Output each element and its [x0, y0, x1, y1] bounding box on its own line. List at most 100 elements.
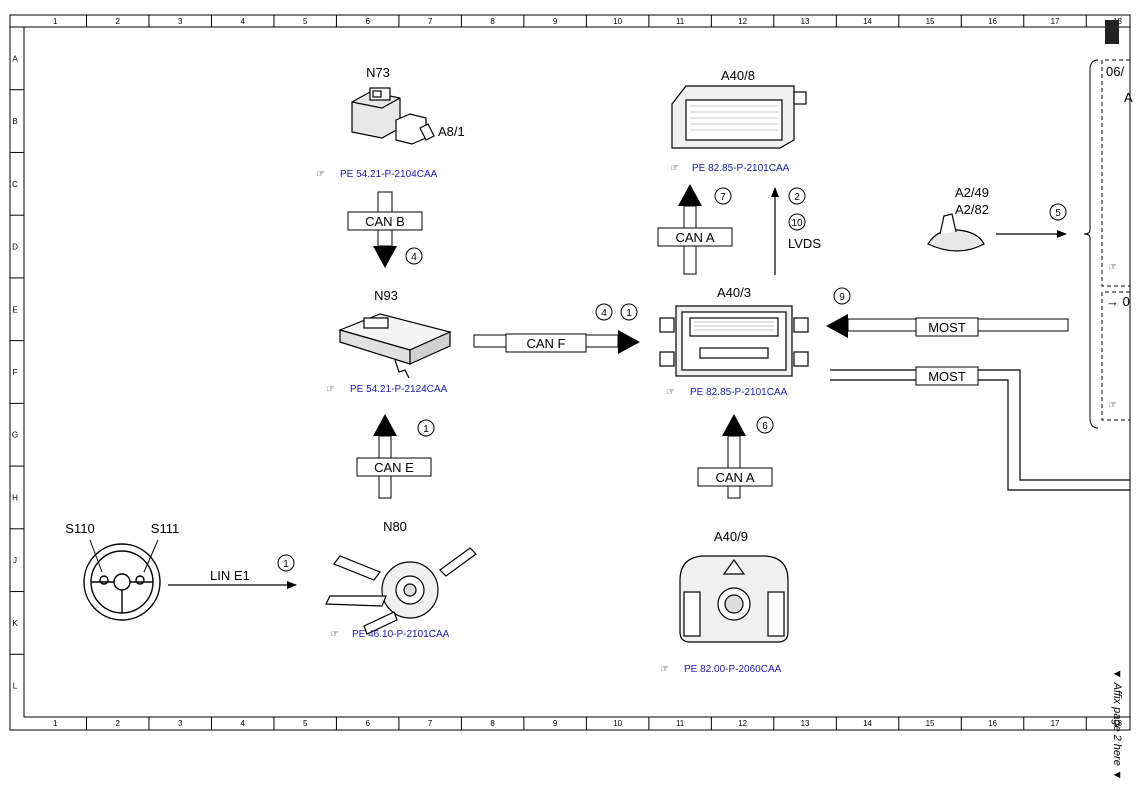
- a40-9-component[interactable]: A40/9 ☞ PE 82.00-P-2060CAA: [660, 529, 789, 675]
- grid-column-number: 7: [428, 719, 433, 728]
- grid-row-letter: G: [12, 431, 18, 440]
- a2-49-component[interactable]: A2/49 A2/82 5: [927, 185, 1067, 252]
- grid-column-number: 6: [365, 17, 370, 26]
- callout-1: 1: [283, 559, 289, 570]
- grid-row-letter: K: [12, 619, 18, 628]
- grid-column-number: 12: [738, 719, 747, 728]
- grid-column-number: 10: [613, 17, 622, 26]
- n80-label: N80: [383, 519, 407, 534]
- most-in-connection: MOST 9: [826, 287, 1069, 338]
- grid-column-number: 1: [53, 719, 58, 728]
- grid-column-number: 16: [988, 17, 997, 26]
- grid-column-number: 16: [988, 719, 997, 728]
- can-a-bottom-connection: CAN A 6: [697, 414, 774, 499]
- s111-label: S111: [151, 521, 179, 536]
- reference-icon: ☞: [326, 384, 335, 395]
- control-module-icon: [338, 313, 452, 379]
- n93-reference[interactable]: PE 54.21-P-2124CAA: [350, 384, 448, 395]
- grid-column-number: 2: [116, 719, 121, 728]
- lvds-label: LVDS: [788, 236, 821, 251]
- grid-column-number: 4: [240, 719, 245, 728]
- grid-column-number: 9: [553, 719, 558, 728]
- grid-row-letter: D: [12, 243, 18, 252]
- callout-7: 7: [720, 192, 726, 203]
- grid-column-number: 4: [240, 17, 245, 26]
- reference-icon: ☞: [1108, 262, 1117, 273]
- grid-column-number: 14: [863, 17, 872, 26]
- grid-column-number: 15: [926, 17, 935, 26]
- grid-row-letter: F: [13, 368, 18, 377]
- display-unit-icon: [671, 85, 807, 149]
- n73-component[interactable]: N73 A8/1 ☞ PE 54.21-P-2104CAA: [316, 65, 465, 180]
- affix-page-note: ◄ Affix page 2 here ◄: [1111, 668, 1123, 781]
- grid-column-number: 11: [676, 17, 685, 26]
- callout-4: 4: [601, 308, 607, 319]
- a2-82-label: A2/82: [955, 202, 989, 217]
- a40-3-component[interactable]: A40/3 ☞ PE 82.85-P-2101CAA: [659, 285, 809, 398]
- n73-reference[interactable]: PE 54.21-P-2104CAA: [340, 169, 438, 180]
- grid-column-number: 3: [178, 17, 183, 26]
- right-panel-text-3: → 0: [1106, 294, 1130, 309]
- callout-2: 2: [794, 192, 800, 203]
- lin-e1-label: LIN E1: [210, 568, 250, 583]
- n93-component[interactable]: N93 ☞ PE 54.21-P-2124CAA: [326, 288, 452, 395]
- n80-reference[interactable]: PE 46.10-P-2101CAA: [352, 629, 450, 640]
- reference-icon: ☞: [316, 169, 325, 180]
- n73-label: N73: [366, 65, 390, 80]
- most-in-label: MOST: [928, 320, 966, 335]
- grid-column-number: 17: [1051, 17, 1060, 26]
- n80-component[interactable]: N80 ☞ PE 46.10-P-2101CAA: [325, 519, 477, 640]
- callout-5: 5: [1055, 208, 1061, 219]
- a40-8-label: A40/8: [721, 68, 755, 83]
- ignition-switch-icon: [351, 87, 435, 145]
- page-tab-icon: [1105, 20, 1119, 44]
- can-a-bottom-label: CAN A: [715, 470, 754, 485]
- right-panel-text-1: 06/: [1106, 64, 1124, 79]
- right-dashed-panels: 06/ A → 0 ☞ ☞: [1083, 20, 1133, 429]
- grid-column-number: 1: [53, 17, 58, 26]
- head-unit-icon: [659, 305, 809, 377]
- grid-column-number: 18: [1113, 719, 1122, 728]
- can-a-top-connection: CAN A 7: [657, 184, 733, 275]
- lvds-connection: 2 10 LVDS: [771, 187, 821, 275]
- callout-6: 6: [762, 421, 768, 432]
- s110-label: S110: [65, 521, 94, 536]
- grid-column-number: 12: [738, 17, 747, 26]
- grid-column-number: 7: [428, 17, 433, 26]
- callout-4: 4: [411, 252, 417, 263]
- can-f-connection: CAN F 4 1: [473, 303, 640, 354]
- grid-row-letter: A: [12, 54, 18, 63]
- grid-column-number: 3: [178, 719, 183, 728]
- steering-wheel-component[interactable]: S110 S111: [65, 521, 179, 621]
- grid-column-number: 8: [490, 17, 495, 26]
- most-out-connection: MOST: [830, 366, 1130, 491]
- a40-3-reference[interactable]: PE 82.85-P-2101CAA: [690, 387, 788, 398]
- grid-row-letter: J: [13, 556, 17, 565]
- can-a-top-label: CAN A: [675, 230, 714, 245]
- steering-column-module-icon: [325, 547, 477, 635]
- grid-column-number: 2: [116, 17, 121, 26]
- callout-10: 10: [791, 218, 803, 229]
- a8-1-label: A8/1: [438, 124, 465, 139]
- a40-3-label: A40/3: [717, 285, 751, 300]
- a40-9-reference[interactable]: PE 82.00-P-2060CAA: [684, 664, 782, 675]
- grid-column-number: 13: [801, 719, 810, 728]
- reference-icon: ☞: [660, 664, 669, 675]
- a40-8-component[interactable]: A40/8 ☞ PE 82.85-P-2101CAA: [670, 68, 807, 174]
- a40-8-reference[interactable]: PE 82.85-P-2101CAA: [692, 163, 790, 174]
- reference-icon: ☞: [1108, 400, 1117, 411]
- lin-e1-connection: LIN E1 1: [168, 554, 297, 589]
- grid-column-number: 13: [801, 17, 810, 26]
- can-e-connection: CAN E 1: [356, 414, 435, 499]
- reference-icon: ☞: [330, 629, 339, 640]
- grid-row-letter: H: [12, 493, 18, 502]
- right-panel-text-2: A: [1124, 90, 1133, 105]
- can-b-label: CAN B: [365, 214, 405, 229]
- callout-9: 9: [839, 292, 845, 303]
- grid-column-number: 5: [303, 17, 308, 26]
- grid-row-letter: E: [12, 305, 17, 314]
- callout-1: 1: [423, 424, 429, 435]
- grid-column-number: 9: [553, 17, 558, 26]
- drawing-frame: [9, 14, 1131, 731]
